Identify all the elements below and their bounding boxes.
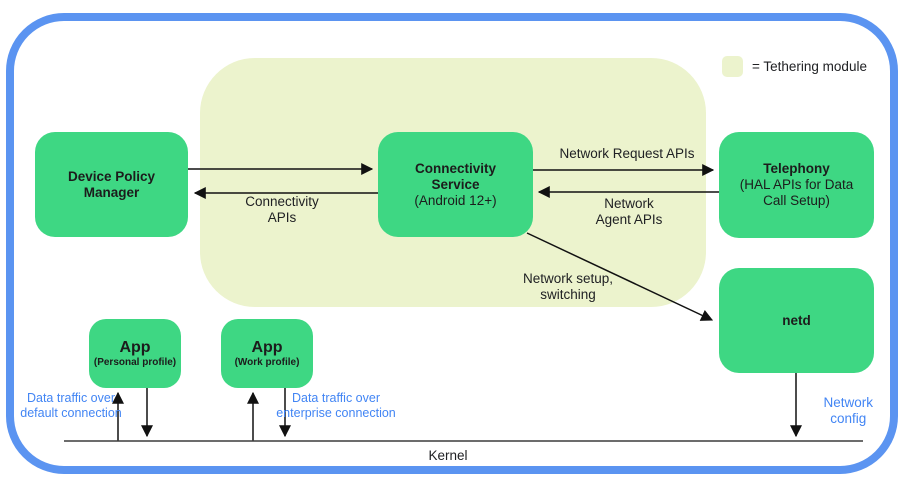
telephony-subtitle: (HAL APIs for Data Call Setup)	[739, 177, 854, 208]
label-kernel: Kernel	[428, 448, 468, 463]
label-data-traffic-default: Data traffic over default connection	[20, 391, 122, 420]
app-work-title: App	[251, 338, 283, 356]
device-boundary	[6, 13, 898, 474]
telephony-box: Telephony (HAL APIs for Data Call Setup)	[719, 132, 874, 238]
label-network-config: Network config	[823, 395, 873, 426]
label-network-request-apis: Network Request APIs	[559, 146, 695, 161]
tethering-module-swatch-icon	[722, 56, 743, 77]
connectivity-service-title: Connectivity Service	[414, 160, 496, 192]
app-personal-profile-box: App (Personal profile)	[89, 319, 181, 388]
telephony-title: Telephony	[763, 161, 830, 176]
app-personal-title: App	[119, 338, 151, 356]
connectivity-service-box: Connectivity Service (Android 12+)	[378, 132, 533, 237]
device-policy-manager-title: Device Policy Manager	[67, 168, 156, 200]
netd-box: netd	[719, 268, 874, 373]
device-policy-manager-box: Device Policy Manager	[35, 132, 188, 237]
legend: = Tethering module	[722, 56, 867, 77]
netd-title: netd	[782, 312, 811, 328]
app-work-subtitle: (Work profile)	[234, 356, 300, 368]
label-data-traffic-enterprise: Data traffic over enterprise connection	[276, 391, 396, 420]
label-connectivity-apis: Connectivity APIs	[245, 194, 319, 225]
app-personal-subtitle: (Personal profile)	[93, 356, 177, 368]
connectivity-service-subtitle: (Android 12+)	[414, 192, 497, 208]
label-network-setup-switching: Network setup, switching	[522, 271, 614, 302]
app-work-profile-box: App (Work profile)	[221, 319, 313, 388]
label-network-agent-apis: Network Agent APIs	[595, 196, 663, 227]
legend-label: = Tethering module	[752, 59, 867, 74]
